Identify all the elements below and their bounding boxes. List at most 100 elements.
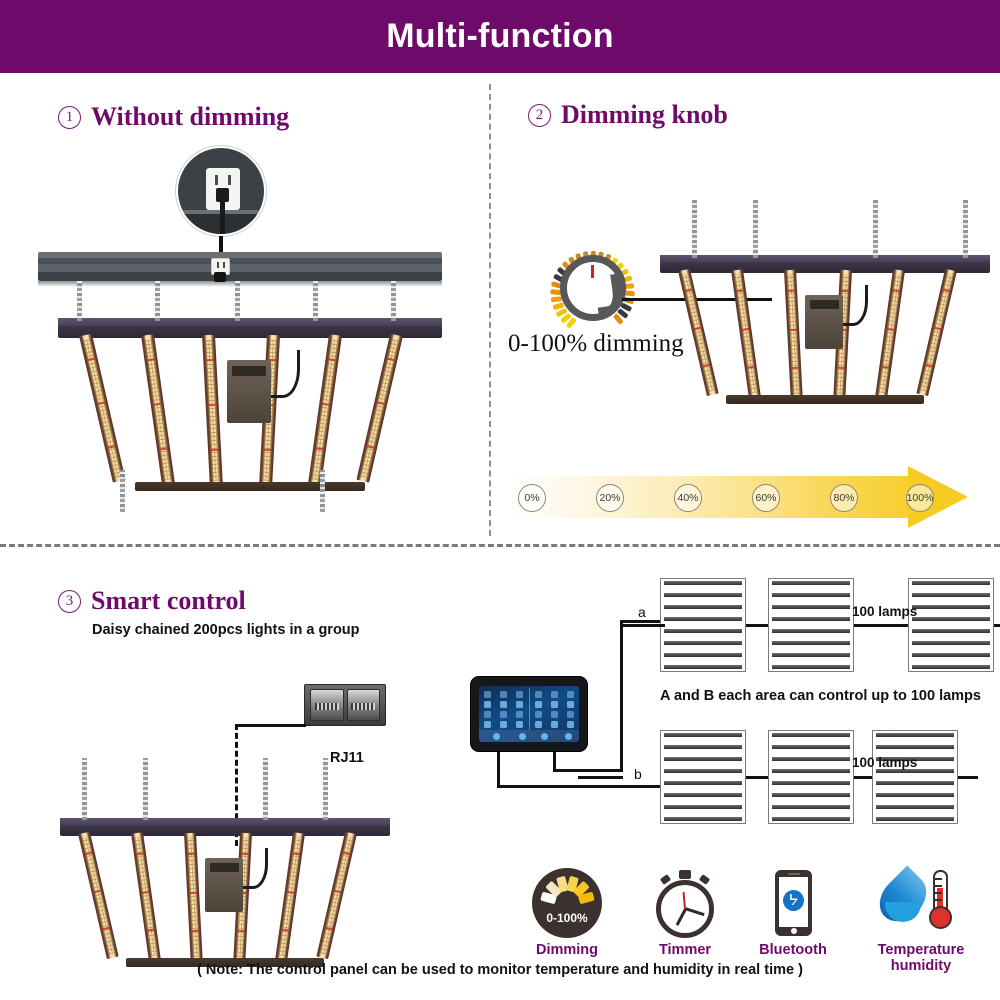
fixture-bottom-rail (126, 958, 324, 967)
led-driver-box (205, 858, 244, 912)
panel-app-icon[interactable] (516, 721, 523, 728)
panel-app-icon[interactable] (500, 711, 507, 718)
rj11-port-right (346, 689, 380, 721)
lamp-bar (772, 805, 850, 809)
panel-app-icon[interactable] (551, 691, 558, 698)
panel-app-icon[interactable] (535, 701, 542, 708)
hanging-chain (143, 758, 148, 820)
lamp-bar (876, 745, 954, 749)
hanging-chain (391, 281, 396, 321)
dimming-range-badge: 0-100% (546, 911, 588, 925)
lamp-bar (664, 805, 742, 809)
power-cable (243, 848, 268, 889)
led-red-diode-row (788, 328, 798, 332)
panel-app-icon[interactable] (516, 711, 523, 718)
lamp-bar (664, 605, 742, 609)
panel-app-icon[interactable] (500, 701, 507, 708)
vertical-divider (489, 84, 491, 536)
lamp-bar (772, 745, 850, 749)
thermometer-tick-1 (935, 878, 942, 880)
power-cable (843, 285, 868, 326)
panel-app-icon[interactable] (551, 711, 558, 718)
panel-app-icon[interactable] (484, 701, 491, 708)
lamp-bar (876, 781, 954, 785)
led-bar (140, 334, 175, 485)
section-heading-dimming-knob: 2 Dimming knob (528, 100, 728, 130)
dimming-knob-caption: 0-100% dimming (508, 330, 684, 357)
hanging-chain (82, 758, 87, 820)
fixture-top-rail (660, 255, 990, 273)
hanging-chain (263, 758, 268, 820)
lamp-bar (772, 781, 850, 785)
led-grow-light-fixture-1 (58, 318, 442, 502)
control-panel-screen[interactable] (479, 686, 579, 742)
outlet-callout-line (219, 236, 223, 264)
branch-feed-wire (620, 624, 665, 627)
panel-app-icon[interactable] (484, 721, 491, 728)
lamp-bar (664, 665, 742, 669)
led-bar (783, 269, 803, 399)
lamp-bar (664, 817, 742, 821)
hanging-chain (77, 281, 82, 321)
lamp-bar (876, 793, 954, 797)
lamp-bar (772, 641, 850, 645)
hanging-chain (873, 200, 878, 258)
led-red-diode-row (236, 929, 246, 933)
scale-label-20: 20% (596, 484, 624, 512)
section-number-2: 2 (528, 103, 551, 127)
lamp-link-wire (854, 776, 872, 779)
panel-app-icon[interactable] (535, 721, 542, 728)
lamp-unit (768, 578, 854, 672)
fixture-top-rail (58, 318, 442, 338)
panel-app-icon[interactable] (567, 701, 574, 708)
smart-control-panel[interactable] (470, 676, 588, 752)
led-bar (316, 831, 358, 960)
lamp-bar (664, 653, 742, 657)
thermometer-tick-2 (935, 885, 942, 887)
lamp-bar (876, 733, 954, 737)
hanging-chain (155, 281, 160, 321)
feature-temp-humidity: Temperature humidity (846, 865, 996, 974)
phone-speaker (788, 873, 800, 875)
led-bar (916, 268, 958, 397)
rj11-connector (304, 684, 386, 726)
lamp-bar (664, 793, 742, 797)
panel-app-icon[interactable] (484, 691, 491, 698)
lamp-bar (912, 593, 990, 597)
panel-app-icon[interactable] (567, 711, 574, 718)
panel-app-icon[interactable] (500, 721, 507, 728)
led-bar (274, 832, 305, 961)
panel-app-icon[interactable] (535, 691, 542, 698)
lamp-bar (664, 629, 742, 633)
fixture-bottom-rail (726, 395, 924, 404)
section-title-1: Without dimming (91, 102, 290, 131)
feature-timer: Timmer (640, 868, 730, 958)
lamp-bar (772, 593, 850, 597)
page-header: Multi-function (0, 0, 1000, 73)
panel-app-icon[interactable] (551, 701, 558, 708)
panel-app-icon[interactable] (551, 721, 558, 728)
section-title-2: Dimming knob (561, 100, 728, 129)
beam-outlet-plug (214, 272, 226, 282)
lamp-bar (772, 629, 850, 633)
panel-app-icon[interactable] (567, 721, 574, 728)
rj11-lead-horizontal (236, 724, 306, 727)
dock-dot-4 (565, 732, 572, 740)
led-bar (730, 269, 761, 398)
lamp-link-wire-end (958, 776, 978, 779)
wall-outlet-zoom-inset (176, 146, 266, 236)
panel-app-icon[interactable] (535, 711, 542, 718)
dimming-knob-icon (528, 245, 648, 337)
lamp-bar (664, 641, 742, 645)
panel-app-icon[interactable] (516, 691, 523, 698)
panel-app-icon[interactable] (500, 691, 507, 698)
panel-app-icon[interactable] (516, 701, 523, 708)
horizontal-divider (0, 544, 1000, 547)
lamps-count-bottom: 100 lamps (852, 755, 918, 770)
section-heading-without-dimming: 1 Without dimming (58, 102, 289, 132)
panel-app-icon[interactable] (484, 711, 491, 718)
led-bar (678, 268, 719, 397)
lamps-count-top: 100 lamps (852, 604, 918, 619)
lamp-bar (772, 617, 850, 621)
panel-app-icon[interactable] (567, 691, 574, 698)
